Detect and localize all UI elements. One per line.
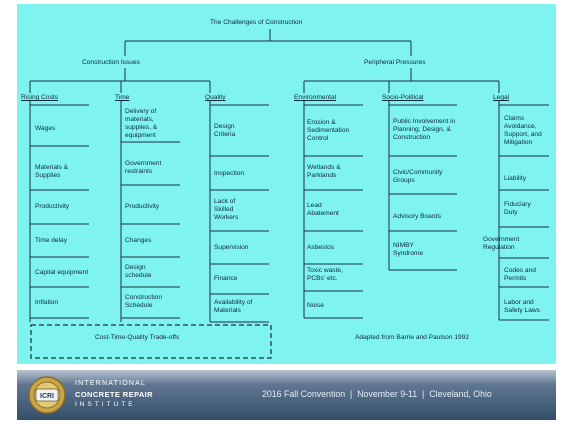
quality-item: Availability of Materials <box>214 299 253 314</box>
environmental-item: Noise <box>307 302 324 309</box>
environmental-item: Lead Abatement <box>307 202 339 217</box>
quality-item: Supervision <box>214 244 249 251</box>
rising-costs-item: Time delay <box>35 237 68 244</box>
tradeoffs-label: Cost-Time-Quality Trade-offs <box>95 334 180 341</box>
diagram-title: The Challenges of Construction <box>210 19 303 26</box>
quality-item: Design Criteria <box>214 123 236 138</box>
category-rising-costs: Rising Costs <box>21 94 59 101</box>
category-time: Time <box>115 94 130 101</box>
environmental-item: Toxic waste, PCBs' etc. <box>307 267 343 282</box>
legal-item: Codes and Permits <box>504 267 536 282</box>
socio-political-item: Public Involvement in Planning, Design, … <box>393 118 456 141</box>
socio-political-item: Civic/Community Groups <box>393 169 443 184</box>
tradeoffs-box <box>30 324 272 359</box>
org-name-line3: INSTITUTE <box>75 401 136 408</box>
rising-costs-item: Capital equipment <box>35 269 89 276</box>
time-item: Construction Schedule <box>125 294 163 309</box>
socio-political-item: NIMBY Syndrome <box>393 242 424 257</box>
construction-issues-label: Construction Issues <box>82 59 140 66</box>
environmental-item: Asbestos <box>307 244 335 251</box>
category-environmental: Environmental <box>294 94 337 101</box>
footer-banner: ICRI INTERNATIONAL CONCRETE REPAIR INSTI… <box>17 370 556 420</box>
time-item: Changes <box>125 237 152 244</box>
source-note: Adapted from Barrie and Paulson 1992 <box>355 334 469 341</box>
time-item: Government restraints <box>125 160 162 175</box>
legal-item: Government Regulation <box>483 236 520 251</box>
rising-costs-item: Inflation <box>35 299 59 306</box>
legal-item: Claims Avoidance, Support, and Mitigatio… <box>504 115 542 146</box>
time-item: Delivery of materials, supplies, & equip… <box>125 108 158 139</box>
legal-item: Fiduciary Duty <box>504 201 531 216</box>
rising-costs-item: Wages <box>35 125 56 132</box>
logo-text: ICRI <box>40 393 54 400</box>
rising-costs-item: Productivity <box>35 203 70 210</box>
environmental-item: Wetlands & Parklands <box>307 164 341 179</box>
legal-item: Liability <box>504 175 526 182</box>
time-item: Productivity <box>125 203 160 210</box>
time-item: Design schedule <box>125 264 152 279</box>
diagram-area: The Challenges of Construction Construct… <box>17 4 556 364</box>
quality-item: Lack of Skilled Workers <box>214 198 239 221</box>
rising-costs-item: Materials & Supplies <box>35 164 68 179</box>
quality-item: Finance <box>214 275 238 282</box>
socio-political-item: Advisory Boards <box>393 213 442 220</box>
legal-item: Labor and Safety Laws <box>504 299 540 314</box>
category-socio-political: Socio-Political <box>382 94 424 101</box>
environmental-item: Erosion & Sedimentation Control <box>307 119 350 142</box>
org-name-line2: CONCRETE REPAIR <box>75 390 153 399</box>
category-legal: Legal <box>493 94 510 101</box>
category-quality: Quality <box>205 94 226 101</box>
quality-item: Inspection <box>214 170 245 177</box>
connector-lines <box>29 29 549 359</box>
event-info: 2016 Fall Convention | November 9-11 | C… <box>262 389 492 399</box>
icri-logo-icon: ICRI <box>28 376 66 414</box>
peripheral-pressures-label: Peripheral Pressures <box>364 59 426 66</box>
org-name-line1: INTERNATIONAL <box>75 380 147 387</box>
